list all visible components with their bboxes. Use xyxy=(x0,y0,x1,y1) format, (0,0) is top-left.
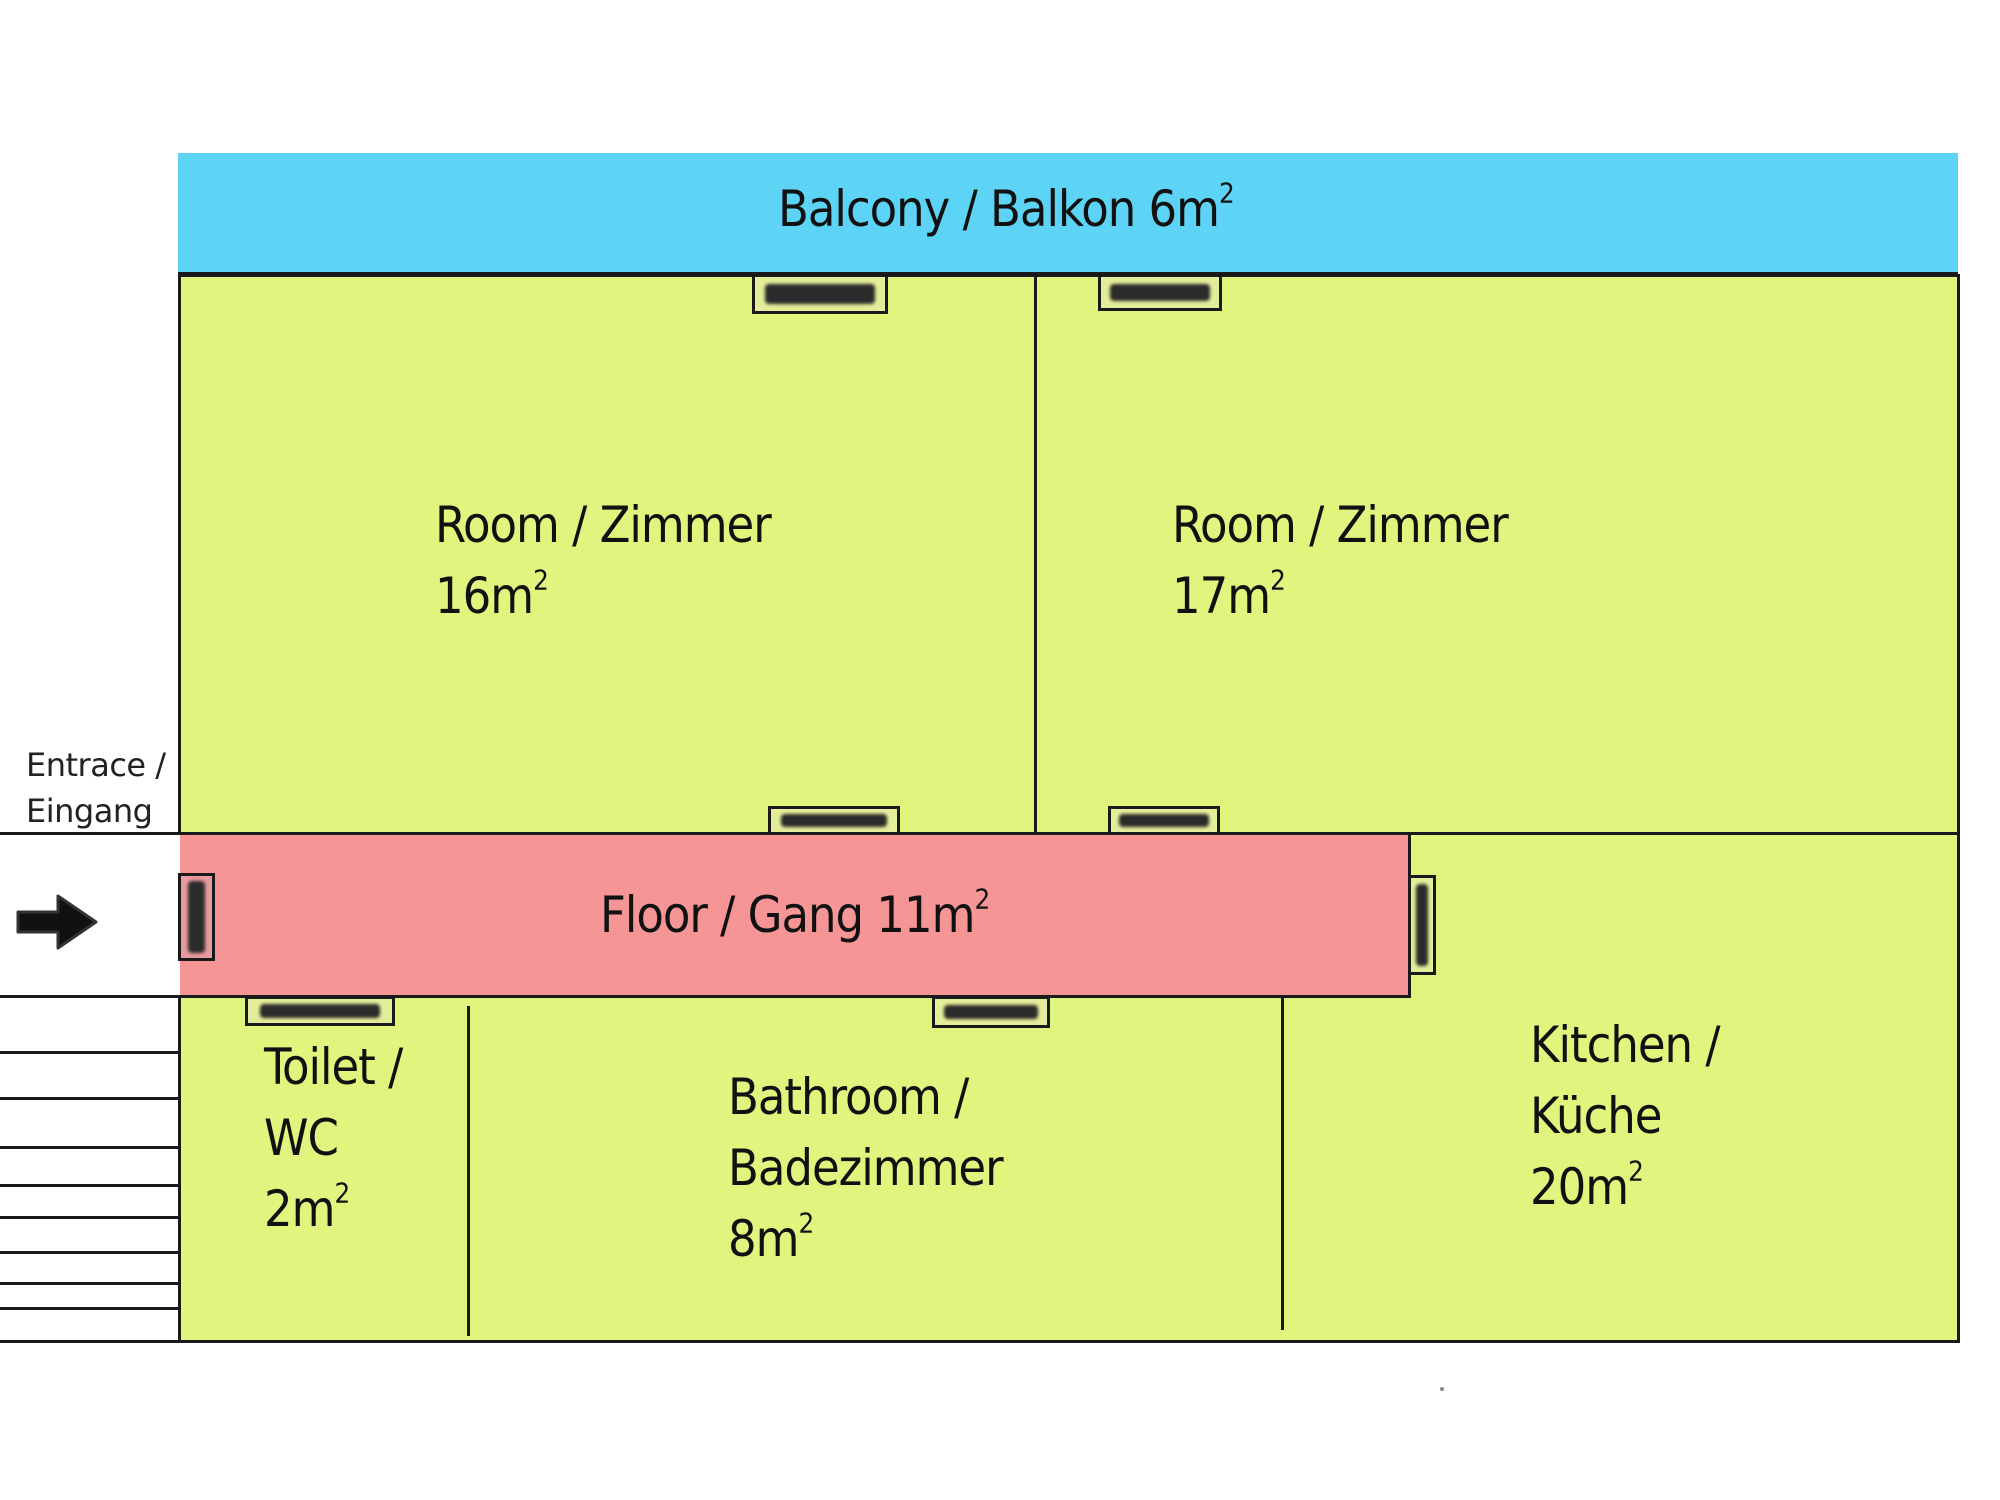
stair-step xyxy=(0,1307,180,1310)
apartment-outline xyxy=(178,274,1960,1343)
wall-toilet-divider xyxy=(467,1006,470,1336)
kitchen-name-line2: Küche xyxy=(1530,1087,1662,1145)
room1-area: 16m xyxy=(435,567,534,625)
door-room1-balcony xyxy=(752,274,888,314)
stair-step xyxy=(0,1184,180,1187)
corridor-label: Floor / Gang 11m2 xyxy=(600,880,990,951)
bathroom-area: 8m xyxy=(728,1210,799,1268)
kitchen-area: 20m xyxy=(1530,1158,1629,1216)
corridor-area-exponent: 2 xyxy=(974,883,990,916)
door-kitchen xyxy=(1408,875,1436,975)
wall-kitchen-top xyxy=(1410,832,1958,835)
entrance-label: Entrace / Eingang xyxy=(26,742,166,834)
stair-step xyxy=(0,1051,180,1054)
door-toilet xyxy=(245,996,395,1026)
stair-step xyxy=(0,1251,180,1254)
room2-area: 17m xyxy=(1172,567,1271,625)
toilet-area: 2m xyxy=(264,1180,335,1238)
door-room2-corridor xyxy=(1108,806,1220,835)
bathroom-label: Bathroom / Badezimmer 8m2 xyxy=(728,1062,1004,1275)
stair-step xyxy=(0,1340,180,1343)
balcony-name: Balcony / Balkon xyxy=(778,180,1136,238)
arrow-right-icon xyxy=(16,894,98,950)
balcony-area xyxy=(178,153,1958,275)
room2-area-exponent: 2 xyxy=(1270,564,1286,597)
balcony-label: Balcony / Balkon 6m2 xyxy=(778,174,1235,245)
stair-step xyxy=(0,1282,180,1285)
toilet-label: Toilet / WC 2m2 xyxy=(264,1032,403,1245)
room2-name: Room / Zimmer xyxy=(1172,496,1509,554)
stray-dot xyxy=(1440,1387,1444,1391)
corridor-name: Floor / Gang xyxy=(600,886,864,944)
entrance-label-line1: Entrace / xyxy=(26,746,166,784)
door-room2-balcony xyxy=(1098,274,1222,311)
entrance-label-line2: Eingang xyxy=(26,792,153,830)
bathroom-name-line2: Badezimmer xyxy=(728,1139,1004,1197)
kitchen-label: Kitchen / Küche 20m2 xyxy=(1530,1010,1721,1223)
toilet-name-line1: Toilet / xyxy=(264,1038,403,1096)
room1-area-exponent: 2 xyxy=(533,564,549,597)
toilet-name-line2: WC xyxy=(264,1109,339,1167)
balcony-area-exponent: 2 xyxy=(1218,177,1235,210)
balcony-area-value: 6m xyxy=(1148,180,1220,238)
door-room1-corridor xyxy=(768,806,900,835)
bathroom-area-exponent: 2 xyxy=(798,1207,814,1240)
room1-label: Room / Zimmer 16m2 xyxy=(435,490,772,632)
room1-name: Room / Zimmer xyxy=(435,496,772,554)
kitchen-area-exponent: 2 xyxy=(1628,1155,1644,1188)
stair-step xyxy=(0,1216,180,1219)
toilet-area-exponent: 2 xyxy=(334,1177,350,1210)
door-bathroom xyxy=(932,996,1050,1028)
door-entrance xyxy=(178,873,215,961)
bathroom-name-line1: Bathroom / xyxy=(728,1068,969,1126)
wall-bathroom-divider xyxy=(1281,996,1284,1330)
corridor-area: 11m xyxy=(876,886,975,944)
stair-step xyxy=(0,1097,180,1100)
kitchen-name-line1: Kitchen / xyxy=(1530,1016,1721,1074)
stair-step xyxy=(0,1146,180,1149)
wall-rooms-divider xyxy=(1034,274,1037,834)
room2-label: Room / Zimmer 17m2 xyxy=(1172,490,1509,632)
